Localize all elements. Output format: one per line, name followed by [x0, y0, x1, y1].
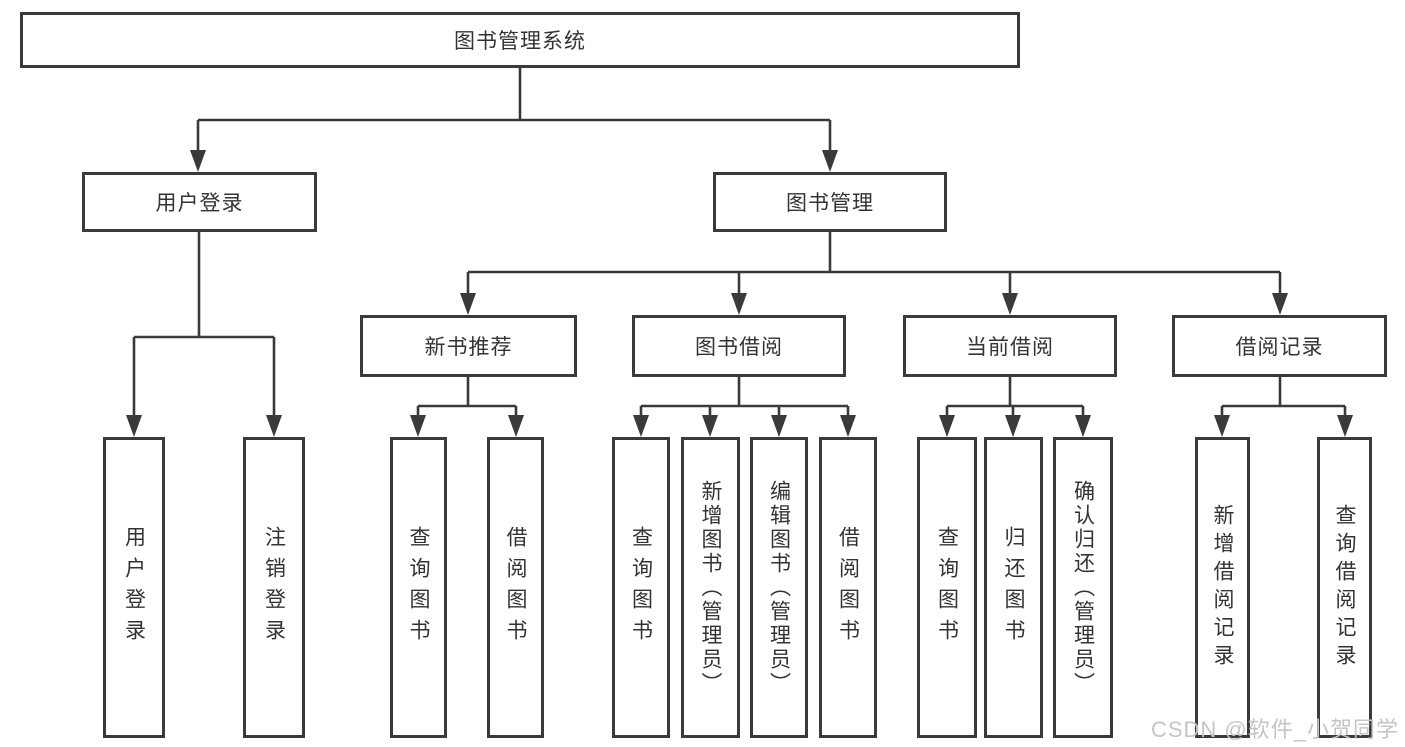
node-leaf-add-book-admin-label: 新增图书（管理员） — [699, 479, 722, 696]
node-leaf-query-books-2-label: 查询图书 — [629, 525, 653, 650]
node-leaf-logout: 注销登录 — [243, 437, 305, 738]
node-leaf-borrow-books-1: 借阅图书 — [487, 437, 544, 738]
node-leaf-confirm-return-admin-label: 确认归还（管理员） — [1071, 479, 1095, 696]
node-book-management-branch-label: 图书管理 — [786, 192, 874, 215]
node-leaf-return-books: 归还图书 — [984, 437, 1043, 738]
node-leaf-add-borrow-record-label: 新增借阅记录 — [1211, 503, 1234, 672]
node-leaf-borrow-books-1-label: 借阅图书 — [504, 525, 527, 650]
node-leaf-query-books-1: 查询图书 — [390, 437, 447, 738]
node-root: 图书管理系统 — [20, 12, 1020, 68]
node-leaf-logout-label: 注销登录 — [262, 525, 286, 650]
node-borrowing-records: 借阅记录 — [1172, 315, 1387, 377]
node-current-borrowing-label: 当前借阅 — [966, 336, 1054, 359]
node-leaf-query-borrow-record: 查询借阅记录 — [1317, 437, 1372, 738]
node-leaf-query-books-1-label: 查询图书 — [407, 525, 430, 650]
node-borrowing-records-label: 借阅记录 — [1235, 336, 1324, 359]
node-leaf-query-borrow-record-label: 查询借阅记录 — [1333, 503, 1356, 672]
node-user-login-branch-label: 用户登录 — [155, 192, 244, 215]
node-leaf-add-borrow-record: 新增借阅记录 — [1195, 437, 1250, 738]
node-leaf-edit-book-admin: 编辑图书（管理员） — [750, 437, 808, 738]
node-new-book-recommendation: 新书推荐 — [360, 315, 577, 377]
node-book-borrowing-label: 图书借阅 — [695, 336, 783, 359]
node-leaf-edit-book-admin-label: 编辑图书（管理员） — [767, 479, 791, 696]
node-leaf-query-books-2: 查询图书 — [612, 437, 670, 738]
node-book-management-branch: 图书管理 — [713, 172, 947, 232]
node-leaf-borrow-books-2: 借阅图书 — [819, 437, 877, 738]
arrowheads — [126, 150, 1353, 437]
node-leaf-user-login-label: 用户登录 — [122, 525, 146, 650]
node-leaf-query-books-3: 查询图书 — [917, 437, 977, 738]
node-leaf-query-books-3-label: 查询图书 — [935, 525, 959, 650]
node-leaf-return-books-label: 归还图书 — [1002, 525, 1025, 650]
node-leaf-add-book-admin: 新增图书（管理员） — [681, 437, 740, 738]
node-leaf-confirm-return-admin: 确认归还（管理员） — [1053, 437, 1113, 738]
node-leaf-borrow-books-2-label: 借阅图书 — [836, 525, 860, 650]
node-new-book-recommendation-label: 新书推荐 — [424, 336, 513, 359]
node-user-login-branch: 用户登录 — [82, 172, 317, 232]
node-book-borrowing: 图书借阅 — [632, 315, 846, 377]
node-root-label: 图书管理系统 — [454, 30, 586, 53]
node-current-borrowing: 当前借阅 — [903, 315, 1117, 377]
csdn-watermark: CSDN @软件_小贺同学 — [1150, 717, 1399, 742]
node-leaf-user-login: 用户登录 — [103, 437, 165, 738]
